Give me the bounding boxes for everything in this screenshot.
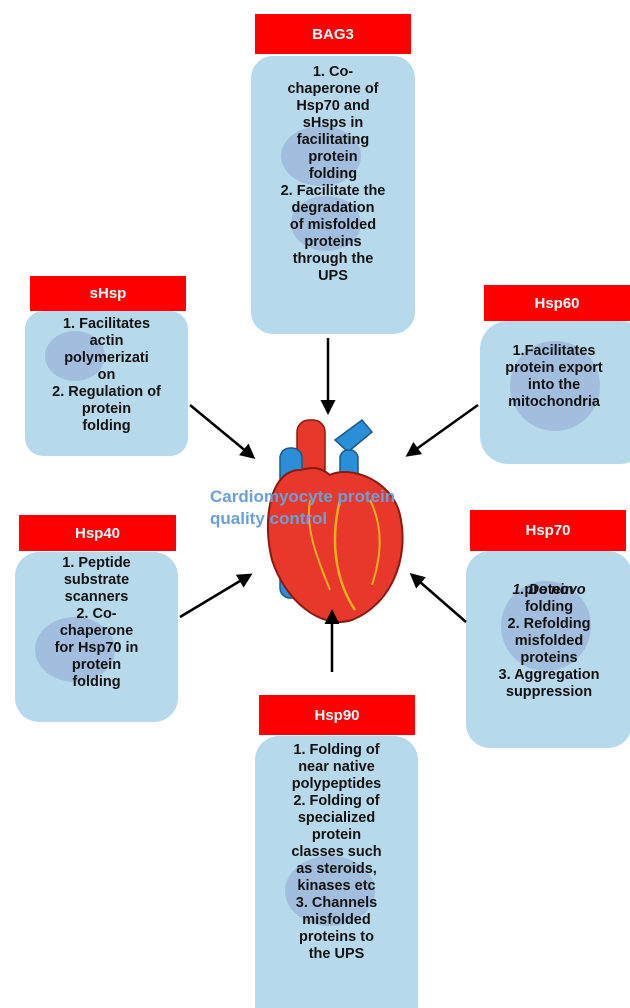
hsp70-title: Hsp70	[470, 510, 626, 551]
hsp90-text: 1. Folding of near native polypeptides 2…	[291, 742, 382, 962]
shsp-title: sHsp	[30, 276, 186, 311]
arrow-hsp70	[409, 573, 467, 623]
arrow-hsp60	[405, 403, 479, 457]
hsp40-box: 1. Peptide substrate scanners 2. Co- cha…	[15, 552, 178, 722]
hsp90-box: 1. Folding of near native polypeptides 2…	[255, 736, 418, 1008]
center-label: Cardiomyocyte protein quality control	[210, 486, 450, 530]
hsp90-title: Hsp90	[259, 695, 415, 735]
center-label-line1: Cardiomyocyte protein	[210, 487, 396, 506]
hsp70-box: 1. De novo protein folding 2. Refolding …	[466, 551, 630, 748]
hsp60-box: 1.Facilitates protein export into the mi…	[480, 321, 630, 464]
hsp40-title: Hsp40	[19, 515, 176, 551]
hsp40-text: 1. Peptide substrate scanners 2. Co- cha…	[54, 555, 139, 690]
hsp70-text: protein folding 2. Refolding misfolded p…	[498, 582, 600, 700]
hsp60-title: Hsp60	[484, 285, 630, 321]
hsp70-item1: 1. De novo	[512, 582, 586, 598]
bag3-text: 1. Co- chaperone of Hsp70 and sHsps in f…	[280, 64, 386, 284]
shsp-text: 1. Facilitates actin polymerizati on 2. …	[52, 316, 161, 434]
bag3-box: 1. Co- chaperone of Hsp70 and sHsps in f…	[251, 56, 415, 334]
hsp60-text: 1.Facilitates protein export into the mi…	[505, 343, 603, 410]
arrow-hsp40	[179, 573, 253, 619]
shsp-box: 1. Facilitates actin polymerizati on 2. …	[25, 311, 188, 456]
center-label-line2: quality control	[210, 509, 328, 528]
arrow-shsp	[189, 404, 256, 459]
bag3-title: BAG3	[255, 14, 411, 54]
pulmonary-vessel	[333, 418, 374, 453]
